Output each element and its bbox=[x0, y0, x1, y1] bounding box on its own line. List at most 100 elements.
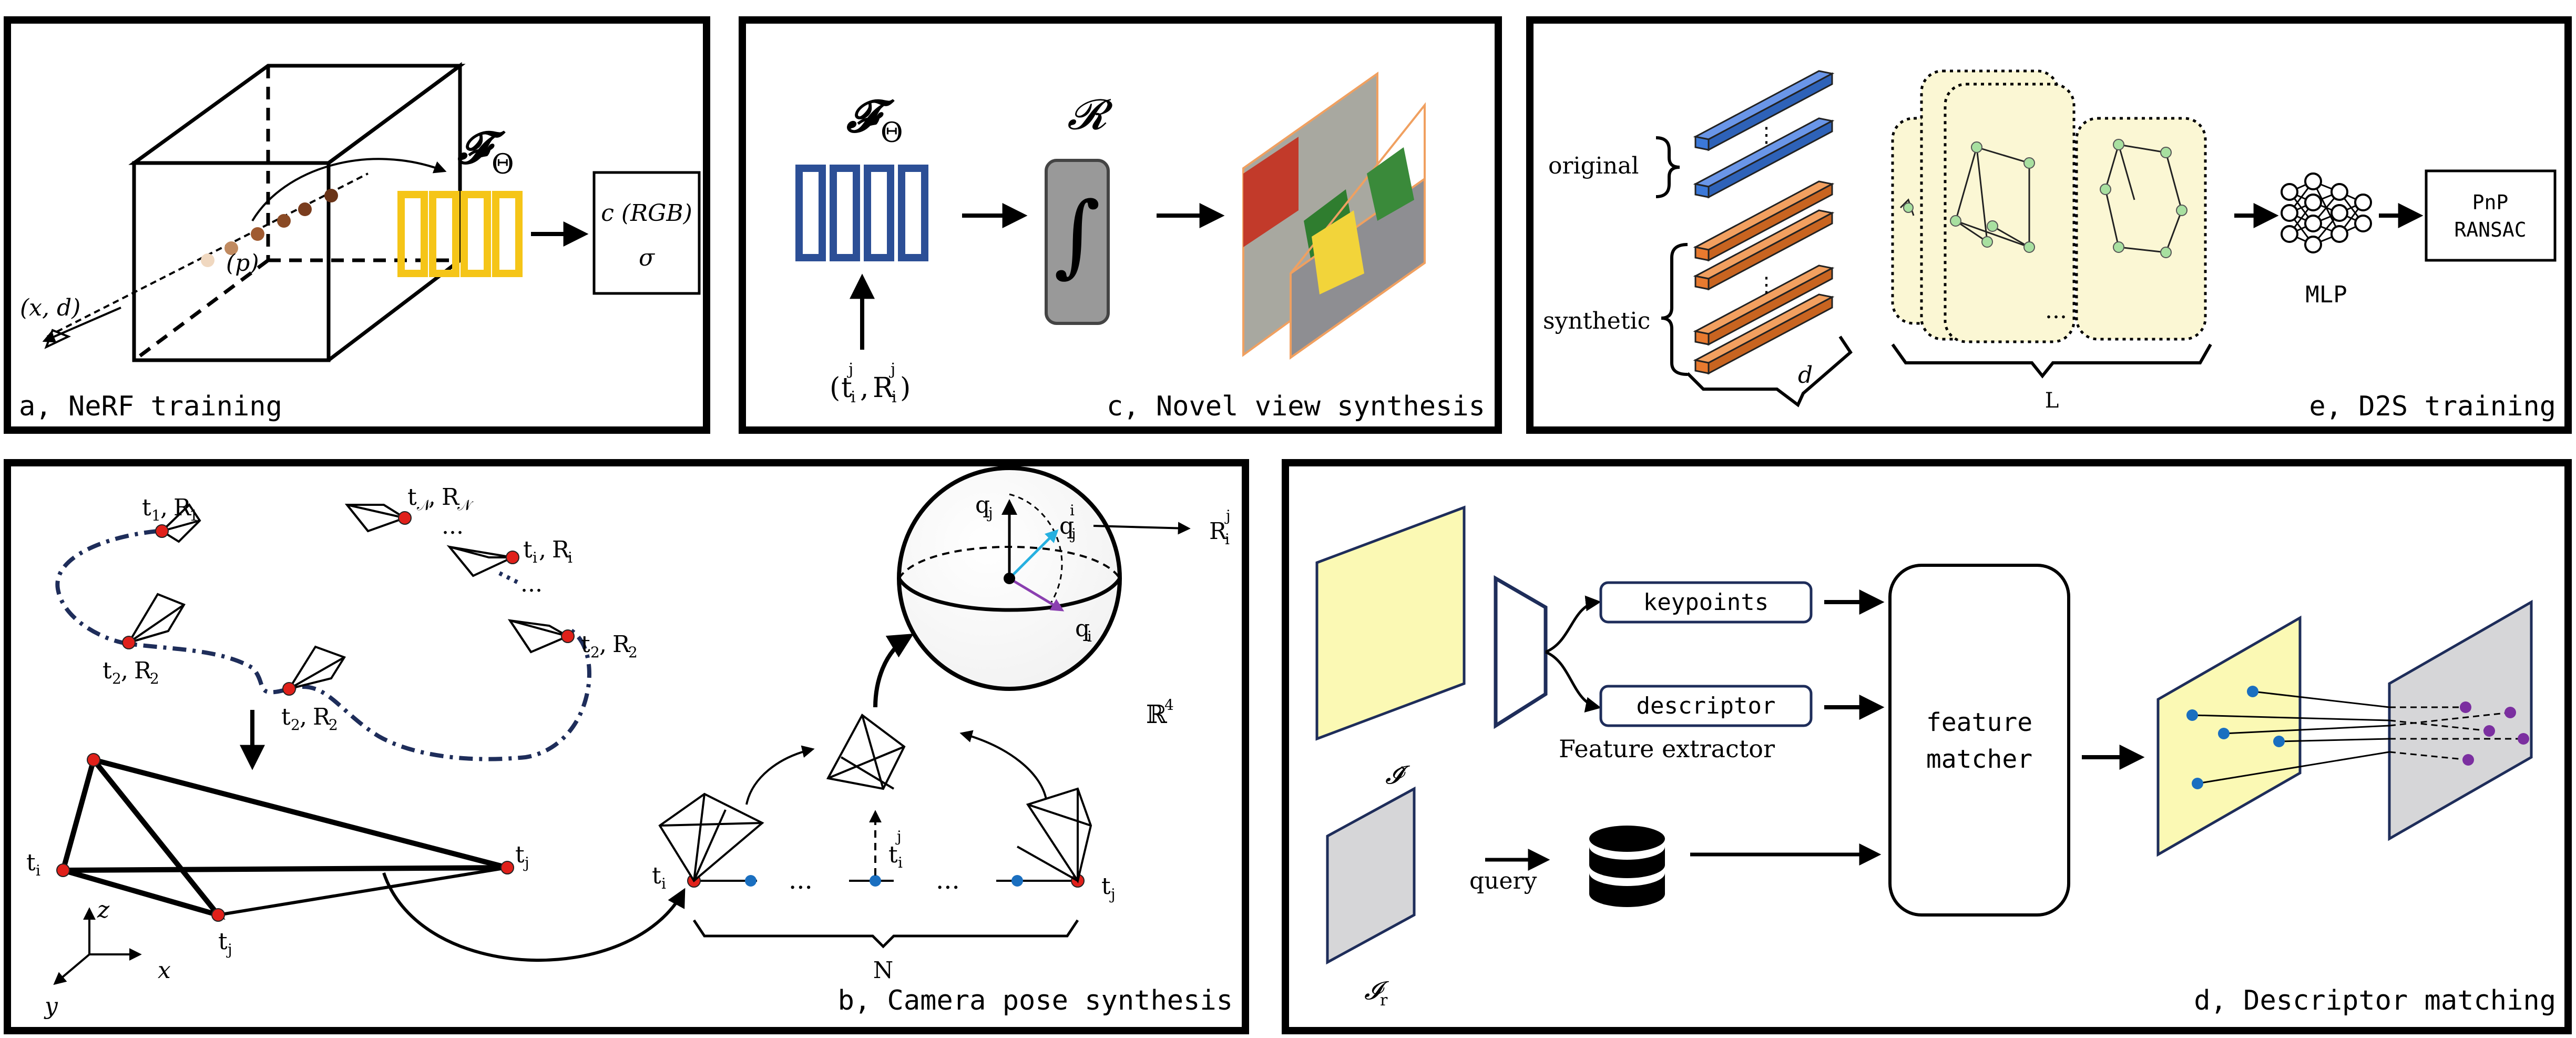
camera-frustum-3 bbox=[287, 645, 346, 691]
label-comma: , bbox=[121, 657, 128, 684]
descriptor-box bbox=[1599, 685, 1813, 727]
ransac-label: RANSAC bbox=[2454, 218, 2526, 241]
d-label: d bbox=[1798, 362, 1813, 389]
label-comma: , bbox=[160, 494, 168, 521]
nerf-output-box bbox=[592, 171, 701, 295]
match-image-reference bbox=[2388, 599, 2533, 841]
label-t: t bbox=[103, 657, 112, 684]
panel-e-frame bbox=[1526, 16, 2572, 434]
q-i-label-sub: i bbox=[1087, 628, 1092, 645]
point-label: (p) bbox=[226, 250, 259, 277]
panel-b-camera-pose-synthesis: ... ... t 1 , R 1 t 2 , R 2 t 2 , R 2 t … bbox=[4, 459, 1249, 1034]
panel-e-caption: e, D2S training bbox=[2309, 391, 2556, 422]
pnp-ransac-box bbox=[2425, 169, 2557, 262]
camera-mid bbox=[826, 714, 906, 790]
reference-keypoints bbox=[2460, 701, 2529, 766]
q-hat-label-sub: j bbox=[1070, 525, 1076, 543]
sample-point bbox=[251, 227, 264, 241]
panel-a-nerf-training: (x, d) (p) 𝓕 Θ c (RGB) σ a, NeRF trainin… bbox=[4, 16, 710, 434]
label-comma: , bbox=[428, 484, 436, 511]
n-brace bbox=[692, 919, 1079, 949]
mlp-network-icon bbox=[2281, 172, 2372, 253]
query-image-hat-label: 𝓘̂ bbox=[1385, 760, 1410, 790]
label-sub: 1 bbox=[151, 507, 161, 524]
panel-e-d2s-training: original synthetic ⋮ ⋮ d bbox=[1526, 16, 2572, 434]
database-icon bbox=[1589, 826, 1665, 907]
feature-matcher-box bbox=[1888, 564, 2070, 917]
integral-symbol: ∫ bbox=[1054, 183, 1101, 287]
label-sub: i bbox=[568, 549, 573, 566]
cam-end-to-mid-arrow bbox=[959, 730, 1047, 800]
original-label: original bbox=[1548, 152, 1639, 179]
feature-extractor-label: Feature extractor bbox=[1559, 735, 1775, 763]
interp-label-t-sup: j bbox=[895, 828, 902, 845]
descriptor-label: descriptor bbox=[1637, 693, 1776, 719]
camera-frustum-N bbox=[344, 504, 407, 533]
input-label: (x, d) bbox=[20, 294, 80, 321]
axis-z-label: z bbox=[97, 897, 110, 923]
label-r: R bbox=[552, 536, 570, 563]
trajectory-labels: t 1 , R 1 t 2 , R 2 t 2 , R 2 t 𝒩 , R 𝒩 … bbox=[103, 484, 638, 734]
label-r: R bbox=[442, 484, 460, 511]
camera-icon bbox=[44, 329, 71, 349]
image-content bbox=[1312, 210, 1364, 294]
label-sub: 2 bbox=[329, 716, 338, 734]
q-j-label: q bbox=[975, 492, 990, 518]
line-label-tj: t bbox=[1101, 873, 1111, 900]
label-t: t bbox=[281, 704, 291, 730]
label-sub: 𝒩 bbox=[457, 496, 474, 514]
label-comma: , bbox=[300, 704, 307, 730]
pose-t-sub: i bbox=[851, 388, 856, 406]
match-image-query bbox=[2156, 615, 2302, 857]
label-sub: 1 bbox=[189, 507, 199, 524]
keypoints-label: keypoints bbox=[1643, 589, 1769, 616]
label-sub: 2 bbox=[112, 670, 121, 687]
panel-d-frame bbox=[1282, 459, 2572, 1034]
sample-point bbox=[298, 202, 312, 216]
triangle-to-synthesis-arrow bbox=[382, 872, 686, 962]
synthetic-brace bbox=[1661, 243, 1688, 376]
ellipsis-top: ... bbox=[442, 513, 464, 540]
pose-t: t bbox=[841, 372, 852, 404]
line-label-ti-sub: i bbox=[661, 875, 666, 892]
label-r: R bbox=[173, 494, 192, 521]
label-comma: , bbox=[539, 536, 546, 563]
label-sub: 𝒩 bbox=[417, 496, 433, 514]
axis-y-label: y bbox=[44, 993, 58, 1020]
renderer-symbol: 𝓡 bbox=[1067, 90, 1113, 139]
triangle-label-ti: t bbox=[26, 849, 36, 876]
query-image-hat bbox=[1315, 505, 1466, 741]
pnp-label: PnP bbox=[2472, 191, 2509, 214]
label-sub: 2 bbox=[628, 644, 638, 661]
mlp-block-blue bbox=[795, 165, 928, 261]
nerf-model-subscript: Θ bbox=[492, 149, 514, 180]
descriptor-bars bbox=[1693, 70, 1835, 375]
line-label-tj-sub: j bbox=[1109, 886, 1116, 903]
synthesis-cameras bbox=[658, 714, 1092, 883]
camera-frustum-2 bbox=[126, 593, 186, 645]
pose-triangle bbox=[56, 753, 514, 922]
label-t: t bbox=[142, 494, 151, 521]
l-brace bbox=[1891, 343, 2212, 379]
original-brace bbox=[1655, 136, 1680, 198]
graph-ellipsis: ... bbox=[2045, 297, 2067, 324]
image-content bbox=[1243, 137, 1299, 247]
camera-start bbox=[658, 792, 764, 883]
trajectory-cameras bbox=[126, 503, 570, 691]
pose-input-label: ( t i j , R i j ) bbox=[830, 360, 911, 406]
sample-point bbox=[224, 241, 238, 255]
trajectory-segment bbox=[498, 571, 522, 586]
label-r: R bbox=[134, 657, 152, 684]
ellipsis-2: ... bbox=[936, 866, 960, 895]
r4-label: ℝ bbox=[1146, 700, 1167, 729]
graph-nodes-last bbox=[2100, 139, 2187, 258]
r-hat-label-sup: j bbox=[1224, 507, 1231, 524]
l-label: L bbox=[2045, 389, 2059, 413]
graph-nodes bbox=[1903, 141, 2035, 253]
synthetic-dots: ⋮ bbox=[1756, 273, 1777, 297]
panel-c-caption: c, Novel view synthesis bbox=[1107, 391, 1485, 422]
n-label: N bbox=[873, 957, 894, 984]
triangle-label-tj2-sub: j bbox=[226, 941, 232, 958]
label-sub: 2 bbox=[590, 644, 600, 661]
